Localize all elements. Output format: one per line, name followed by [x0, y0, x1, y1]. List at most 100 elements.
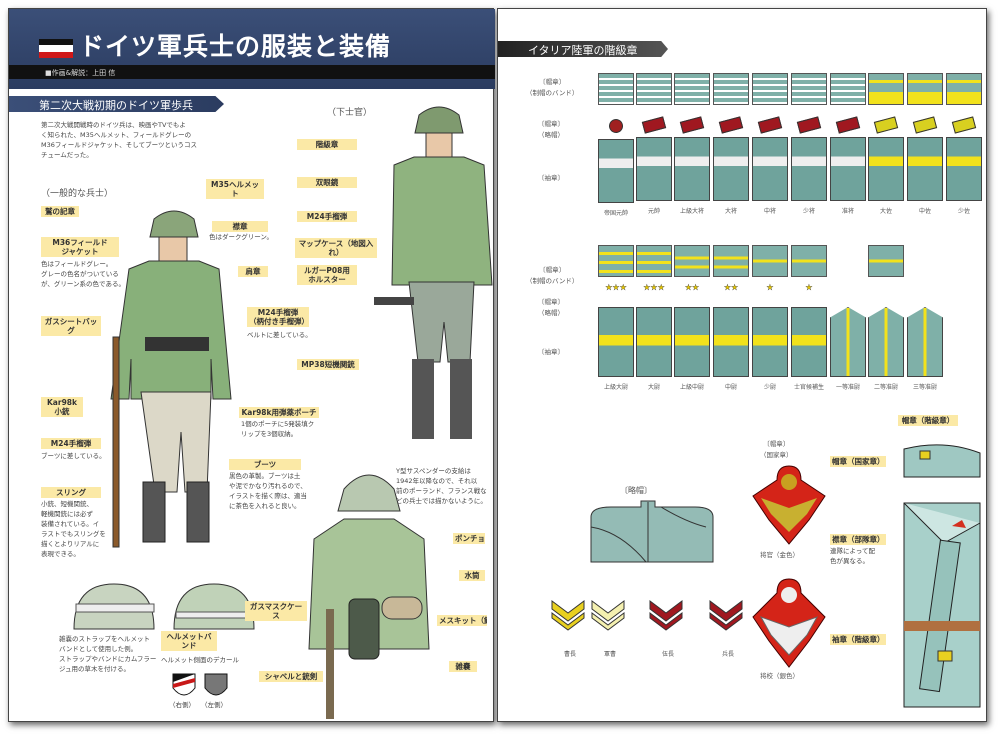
helmet-note: 雑嚢のストラップをヘルメットバンドとして使用した例。ストラップやバンドにカムフラ…: [59, 634, 156, 674]
rank-column: ★★★大尉: [636, 245, 672, 391]
label-line: 〔帽章〕: [538, 298, 564, 306]
note-line: どの兵士では描かないように。: [396, 497, 487, 505]
label-rank: 階級章: [297, 139, 357, 150]
label-line: Kar98k: [47, 398, 77, 407]
label-sleeve-rank: 袖章（階級章）: [830, 634, 886, 645]
row-label-sleeve: 〔袖章〕: [538, 348, 564, 356]
label-map-case: マップケース（地図入れ）: [295, 238, 377, 258]
rank-label: 少将: [802, 208, 815, 215]
rank-label: 准将: [841, 208, 854, 215]
note-line: イラストを描く際は、適当: [229, 492, 307, 500]
cap-band-insignia: [907, 73, 943, 105]
cap-band-insignia: [752, 245, 788, 277]
rank-label: 大将: [724, 208, 737, 215]
rank-column: 大佐: [868, 73, 904, 215]
label-binoculars: 双眼鏡: [297, 177, 357, 188]
rank-label: 元帥: [647, 208, 660, 215]
m36-note: 色はフィールドグレー。グレーの色名がついているが、グリーン系の色である。: [41, 259, 125, 289]
note-line: 装備されている。イ: [41, 520, 100, 528]
chevron-rank: 軍曹: [590, 597, 630, 658]
label-line: 〔帽章〕: [539, 266, 566, 274]
uniform-jacket-illustration: [903, 502, 981, 708]
label-line: ホルスター: [308, 275, 346, 284]
rank-column: 元帥: [636, 73, 672, 215]
left-side-caption: （左側）: [201, 701, 227, 709]
national-badge-silver-icon: [752, 578, 826, 668]
label-line: 小銃: [54, 407, 70, 416]
note-line: ジュ用の草木を付ける。: [59, 665, 131, 673]
rank-column: 少佐: [946, 73, 982, 215]
row-label-sleeve: 〔袖章〕: [538, 174, 564, 182]
note-line: ラストでもスリングを: [41, 530, 106, 538]
label-line: M24手榴弾: [257, 308, 299, 317]
rank-label: 少佐: [957, 208, 970, 215]
label-m24-boot: M24手榴弾: [41, 438, 101, 449]
row-label-cap: 〔帽章〕（略帽）: [538, 119, 564, 141]
label-haversack: 雑嚢: [449, 661, 477, 672]
label-cap-national: 帽章（国家章）: [830, 456, 886, 467]
cap-insignia: [873, 116, 899, 134]
chevron-rank: 兵長: [708, 597, 748, 658]
cap-band-insignia: [674, 73, 710, 105]
collar-note: 色はダークグリーン。: [209, 233, 274, 241]
page-title: ドイツ軍兵士の服装と装備: [79, 32, 392, 61]
label-line: （制帽のバンド）: [526, 89, 579, 97]
rank-label: 中佐: [918, 208, 931, 215]
label-line: （制帽のバンド）: [526, 277, 579, 285]
rank-column: 中将: [752, 73, 788, 215]
label-line: 〔帽章〕: [539, 78, 566, 86]
sleeve-insignia: [907, 137, 943, 201]
rank-label: 上級中尉: [679, 384, 704, 391]
rank-column: 上級大将: [674, 73, 710, 215]
label-canteen: 水筒: [459, 570, 485, 581]
cap-band-insignia: [946, 73, 982, 105]
row-label-cap: 〔帽章〕（略帽）: [538, 297, 564, 319]
note-line: に茶色を入れると良い。: [229, 502, 301, 510]
m24-belt-note: ベルトに差している。: [247, 331, 312, 339]
sleeve-insignia: [598, 307, 634, 377]
sleeve-insignia: [752, 307, 788, 377]
cap-star-insignia: ★: [805, 283, 813, 292]
rank-column: ★少尉: [752, 245, 788, 391]
rank-column: 中佐: [907, 73, 943, 215]
rank-column: ★★★上級大尉: [598, 245, 634, 391]
cap-insignia: [912, 116, 938, 134]
label-gas-sheet-bag: ガスシートバッグ: [41, 316, 101, 336]
rank-label: 大尉: [647, 384, 660, 391]
rank-column: 少将: [791, 73, 827, 215]
cap-band-insignia: [598, 245, 634, 277]
rank-label: 中尉: [724, 384, 737, 391]
cap-band-insignia: [868, 73, 904, 105]
cap-band-insignia: [830, 73, 866, 105]
label-ammo-pouch: Kar98k用弾薬ポーチ: [239, 407, 319, 418]
label-line: M36フィールド: [52, 238, 108, 247]
chevron-icon: [709, 600, 743, 631]
right-side-caption: （右側）: [169, 701, 195, 709]
sleeve-insignia: [636, 137, 672, 201]
sleeve-insignia: [636, 307, 672, 377]
cap-insignia: [607, 117, 625, 135]
field-cap-caption: 〔略帽〕: [620, 486, 652, 495]
note-line: 色はフィールドグレー。: [41, 260, 113, 268]
label-m36-jacket: M36フィールドジャケット: [41, 237, 119, 257]
note-line: 描くとよりリアルに: [41, 540, 100, 548]
rank-column: ★★中尉: [713, 245, 749, 391]
credit: ■作画&解説：上田 信: [9, 65, 495, 79]
note-line: ストラップやバンドにカムフラー: [59, 655, 157, 663]
national-badge-gold-icon: [752, 465, 826, 545]
cap-band-insignia: [674, 245, 710, 277]
sleeve-insignia: [674, 307, 710, 377]
helmet-illustrations: [73, 583, 255, 630]
decal-caption: ヘルメット側面のデカール: [161, 656, 239, 664]
cap-band-insignia: [713, 73, 749, 105]
cap-band-insignia: [791, 245, 827, 277]
section-heading: 第二次大戦初期のドイツ軍歩兵: [9, 96, 224, 112]
pouch-note: 1個のポーチに5発装填クリップを3個収納。: [241, 419, 314, 439]
cap-insignia: [718, 116, 744, 134]
sleeve-insignia: [791, 137, 827, 201]
cap-band-insignia: [752, 73, 788, 105]
label-line: （略帽）: [538, 131, 564, 139]
rank-column: ★★上級中尉: [674, 245, 710, 391]
chevron-icon: [591, 600, 625, 631]
